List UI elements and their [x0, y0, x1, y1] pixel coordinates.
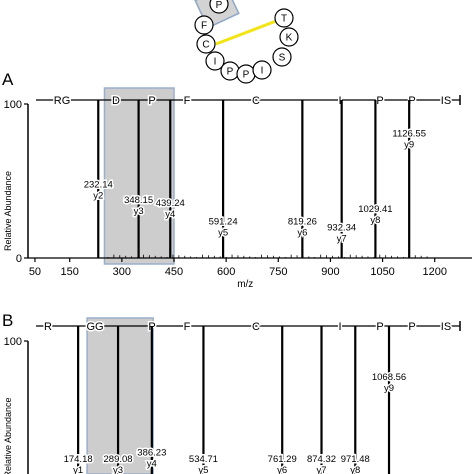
y-axis-label: Relative Abundance — [3, 171, 13, 251]
ring-residue-label: P — [227, 67, 234, 78]
peak-ion-label: y9 — [404, 140, 414, 151]
peak-mz-label: 971.48 — [341, 454, 370, 465]
x-tick-label: 900 — [321, 266, 339, 278]
x-tick-label: 600 — [217, 266, 235, 278]
sequence-residue: RG — [54, 95, 71, 107]
peak-mz-label: 819.26 — [288, 216, 317, 227]
ring-residue-label: S — [279, 53, 286, 64]
panel-a-letter: A — [2, 70, 14, 89]
sequence-residue: P — [376, 321, 383, 333]
sequence-residue: P — [148, 95, 155, 107]
sequence-residue: F — [184, 321, 191, 333]
ring-residue-label: C — [202, 40, 209, 51]
ring-residue — [196, 34, 216, 54]
sequence-residue: IS — [441, 95, 451, 107]
peak-mz-label: 289.08 — [104, 454, 133, 465]
peak-ion-label: y4 — [165, 209, 175, 220]
ring-residue — [272, 47, 292, 67]
ring-residue — [194, 15, 214, 35]
peak-mz-label: 439.24 — [156, 198, 185, 209]
peak-mz-label: 761.29 — [268, 454, 297, 465]
peak-ion-label: y3 — [113, 465, 123, 474]
peak-ion-label: y7 — [337, 234, 347, 245]
y-tick-label: 0 — [16, 253, 22, 265]
sequence-residue: I — [338, 95, 341, 107]
peak-mz-label: 232.14 — [84, 179, 113, 190]
peak-ion-label: y3 — [134, 206, 144, 217]
highlight-region — [86, 317, 154, 474]
peak-ion-label: y1 — [73, 465, 83, 474]
x-axis-label: m/z — [237, 279, 253, 290]
x-tick-label: 50 — [29, 266, 41, 278]
peak-ion-label: y6 — [297, 227, 307, 238]
ring-residue-label: P — [216, 0, 223, 11]
ring-residue — [279, 27, 299, 47]
peak-mz-label: 534.71 — [189, 454, 218, 465]
ring-residue — [274, 8, 294, 28]
sequence-residue: C — [252, 321, 260, 333]
peak-mz-label: 386.23 — [137, 447, 166, 458]
ring-residue-label: F — [201, 21, 207, 32]
x-tick-label: 150 — [61, 266, 79, 278]
peak-ion-label: y6 — [277, 465, 287, 474]
peak-ion-label: y8 — [350, 465, 360, 474]
disulfide-bond-line — [215, 16, 285, 46]
sequence-residue: IS — [441, 321, 451, 333]
peak-mz-label: 174.18 — [64, 454, 93, 465]
x-tick-label: 450 — [165, 266, 183, 278]
sequence-residue: P — [408, 95, 415, 107]
peak-ion-label: y5 — [218, 227, 228, 238]
peak-mz-label: 348.15 — [124, 195, 153, 206]
panel-b-letter: B — [2, 311, 13, 330]
ring-residue-label: T — [281, 14, 287, 25]
ring-residue-label: I — [214, 57, 217, 68]
sequence-residue: D — [112, 95, 120, 107]
sequence-residue: GG — [86, 321, 103, 333]
sequence-residue: P — [376, 95, 383, 107]
peak-ion-label: y8 — [370, 215, 380, 226]
x-tick-label: 300 — [113, 266, 131, 278]
sequence-residue: F — [184, 95, 191, 107]
x-tick-label: 750 — [269, 266, 287, 278]
sequence-residue: R — [44, 321, 52, 333]
y-tick-label: 100 — [4, 99, 22, 111]
peak-mz-label: 1068.56 — [372, 372, 406, 383]
peak-ion-label: y2 — [93, 190, 103, 201]
ring-residue — [252, 60, 272, 80]
peak-mz-label: 874.32 — [307, 454, 336, 465]
x-tick-label: 1200 — [422, 266, 446, 278]
peak-ion-label: y7 — [316, 465, 326, 474]
y-tick-label: 100 — [4, 336, 22, 348]
peak-mz-label: 932.34 — [327, 223, 356, 234]
peak-mz-label: 1126.55 — [392, 129, 426, 140]
peak-ion-label: y4 — [147, 458, 157, 469]
sequence-residue: C — [252, 95, 260, 107]
peak-mz-label: 1029.41 — [358, 204, 392, 215]
ring-residue-label: K — [286, 33, 293, 44]
x-tick-label: 1050 — [370, 266, 394, 278]
peak-ion-label: y9 — [384, 383, 394, 394]
sequence-residue: I — [338, 321, 341, 333]
sequence-residue: P — [408, 321, 415, 333]
ring-residue — [209, 0, 229, 14]
peak-mz-label: 591.24 — [209, 216, 238, 227]
ring-residue-label: I — [261, 66, 264, 77]
ring-residue — [205, 51, 225, 71]
ring-residue-label: P — [243, 70, 250, 81]
y-axis-label: Relative Abundance — [3, 397, 13, 474]
peak-ion-label: y5 — [198, 465, 208, 474]
